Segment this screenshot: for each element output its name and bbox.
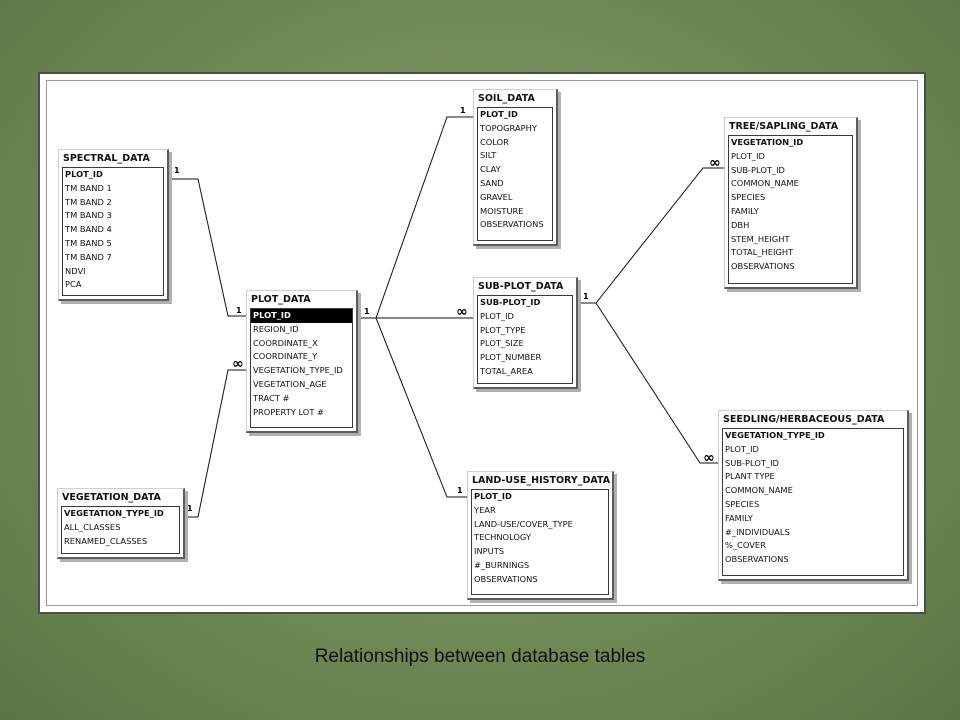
field-row[interactable]: MOISTURE: [480, 205, 524, 216]
field-row[interactable]: REGION_ID: [253, 323, 299, 334]
table-vegetation-data[interactable]: VEGETATION_DATA VEGETATION_TYPE_ID ALL_C…: [57, 488, 185, 559]
field-row[interactable]: TOTAL_HEIGHT: [731, 247, 794, 258]
cardinality-tree-many: ∞: [709, 155, 721, 171]
table-spectral-data[interactable]: SPECTRAL_DATA PLOT_ID TM BAND 1 TM BAND …: [58, 149, 169, 301]
field-row[interactable]: TM BAND 7: [65, 251, 112, 262]
cardinality-subplot-out-one: 1: [583, 292, 589, 301]
field-row[interactable]: NDVI: [65, 265, 86, 276]
diagram-caption: Relationships between database tables: [314, 646, 646, 667]
field-row[interactable]: COORDINATE_Y: [253, 351, 318, 362]
field-list[interactable]: PLOT_ID REGION_ID COORDINATE_X COORDINAT…: [250, 308, 353, 428]
field-row[interactable]: STEM_HEIGHT: [731, 233, 790, 244]
table-tree-sapling-data[interactable]: TREE/SAPLING_DATA VEGETATION_ID PLOT_ID …: [724, 117, 858, 289]
field-row[interactable]: VEGETATION_TYPE_ID: [725, 430, 825, 440]
field-row[interactable]: VEGETATION_TYPE_ID: [253, 365, 343, 376]
table-seedling-herbaceous-data[interactable]: SEEDLING/HERBACEOUS_DATA VEGETATION_TYPE…: [718, 410, 909, 581]
field-row[interactable]: PLOT_ID: [474, 491, 512, 501]
field-row[interactable]: RENAMED_CLASSES: [64, 535, 148, 546]
cardinality-plot-many: ∞: [232, 356, 244, 372]
field-list[interactable]: PLOT_ID YEAR LAND-USE/COVER_TYPE TECHNOL…: [471, 489, 609, 595]
cardinality-seedling-many: ∞: [703, 450, 715, 466]
table-sub-plot-data[interactable]: SUB-PLOT_DATA SUB-PLOT_ID PLOT_ID PLOT_T…: [473, 277, 578, 389]
field-row[interactable]: COMMON_NAME: [725, 485, 793, 496]
field-row[interactable]: SUB-PLOT_ID: [731, 164, 785, 175]
field-list[interactable]: VEGETATION_ID PLOT_ID SUB-PLOT_ID COMMON…: [728, 135, 853, 284]
field-row[interactable]: SUB-PLOT_ID: [725, 457, 779, 468]
field-list[interactable]: VEGETATION_TYPE_ID PLOT_ID SUB-PLOT_ID P…: [722, 428, 904, 576]
table-title: VEGETATION_DATA: [62, 492, 161, 503]
field-row[interactable]: SPECIES: [731, 192, 766, 203]
table-title: TREE/SAPLING_DATA: [729, 121, 839, 132]
field-row[interactable]: TM BAND 1: [65, 182, 112, 193]
field-row[interactable]: COMMON_NAME: [731, 178, 799, 189]
field-row[interactable]: TRACT #: [253, 392, 290, 403]
field-row[interactable]: TM BAND 5: [65, 237, 112, 248]
cardinality-landuse-one: 1: [457, 486, 463, 495]
field-row[interactable]: PLOT_ID: [731, 150, 765, 161]
field-row[interactable]: PLOT_ID: [65, 169, 103, 179]
field-row[interactable]: PLOT_SIZE: [480, 338, 524, 349]
field-row[interactable]: OBSERVATIONS: [474, 573, 538, 584]
field-list[interactable]: PLOT_ID TM BAND 1 TM BAND 2 TM BAND 3 TM…: [62, 167, 164, 296]
field-row[interactable]: PLOT_ID: [480, 310, 514, 321]
field-row[interactable]: INPUTS: [474, 546, 505, 557]
cardinality-vegetation-one: 1: [187, 504, 193, 513]
field-row[interactable]: TOTAL_AREA: [480, 365, 533, 376]
table-title: SOIL_DATA: [478, 93, 535, 104]
field-row[interactable]: PCA: [65, 279, 82, 290]
field-row[interactable]: COORDINATE_X: [253, 337, 318, 348]
field-row[interactable]: SUB-PLOT_ID: [480, 297, 541, 307]
field-row[interactable]: OBSERVATIONS: [480, 219, 544, 230]
field-row[interactable]: PLOT_ID: [480, 109, 518, 119]
field-row[interactable]: FAMILY: [731, 205, 759, 216]
field-row[interactable]: SPECIES: [725, 498, 760, 509]
field-row[interactable]: TECHNOLOGY: [474, 532, 532, 543]
cardinality-spectral-one: 1: [174, 166, 180, 175]
field-row[interactable]: TM BAND 3: [65, 210, 112, 221]
field-row[interactable]: YEAR: [474, 504, 496, 515]
field-row[interactable]: %_COVER: [725, 540, 766, 551]
table-title: SPECTRAL_DATA: [63, 153, 150, 164]
field-row[interactable]: TM BAND 4: [65, 224, 112, 235]
field-row[interactable]: ALL_CLASSES: [64, 521, 121, 532]
field-list[interactable]: SUB-PLOT_ID PLOT_ID PLOT_TYPE PLOT_SIZE …: [477, 295, 573, 384]
field-row[interactable]: VEGETATION_AGE: [253, 378, 327, 389]
cardinality-subplot-many: ∞: [456, 304, 468, 320]
field-row[interactable]: SILT: [480, 150, 497, 161]
field-row[interactable]: PLOT_TYPE: [480, 324, 526, 335]
field-row[interactable]: COLOR: [480, 136, 509, 147]
field-row[interactable]: DBH: [731, 219, 750, 230]
field-row[interactable]: CLAY: [480, 164, 501, 175]
field-row[interactable]: PLOT_ID: [725, 443, 759, 454]
table-title: PLOT_DATA: [251, 294, 311, 305]
table-title: LAND-USE_HISTORY_DATA: [472, 475, 611, 486]
cardinality-soil-one: 1: [460, 106, 466, 115]
field-row[interactable]: VEGETATION_TYPE_ID: [64, 508, 164, 518]
cardinality-plot-out-one: 1: [364, 307, 370, 316]
field-row[interactable]: PLOT_NUMBER: [480, 352, 542, 363]
field-row[interactable]: #_INDIVIDUALS: [725, 526, 790, 537]
field-row[interactable]: FAMILY: [725, 512, 753, 523]
field-row[interactable]: VEGETATION_ID: [731, 137, 804, 147]
field-row[interactable]: PROPERTY LOT #: [253, 406, 324, 417]
field-row[interactable]: GRAVEL: [480, 191, 513, 202]
field-row[interactable]: PLANT TYPE: [725, 471, 775, 482]
field-list[interactable]: PLOT_ID TOPOGRAPHY COLOR SILT CLAY SAND …: [477, 107, 553, 241]
field-row[interactable]: TOPOGRAPHY: [480, 122, 537, 133]
field-row[interactable]: TM BAND 2: [65, 196, 112, 207]
table-title: SUB-PLOT_DATA: [478, 281, 564, 292]
table-plot-data[interactable]: PLOT_DATA PLOT_ID REGION_ID COORDINATE_X…: [246, 290, 358, 433]
field-row[interactable]: LAND-USE/COVER_TYPE: [474, 518, 573, 529]
field-row[interactable]: OBSERVATIONS: [731, 261, 795, 272]
field-row[interactable]: #_BURNINGS: [474, 559, 530, 570]
field-row[interactable]: SAND: [480, 177, 504, 188]
field-row-selected[interactable]: PLOT_ID: [251, 309, 352, 323]
field-list[interactable]: VEGETATION_TYPE_ID ALL_CLASSES RENAMED_C…: [61, 506, 180, 554]
table-soil-data[interactable]: SOIL_DATA PLOT_ID TOPOGRAPHY COLOR SILT …: [473, 89, 558, 246]
table-land-use-history-data[interactable]: LAND-USE_HISTORY_DATA PLOT_ID YEAR LAND-…: [467, 471, 614, 600]
cardinality-plot-one: 1: [236, 306, 242, 315]
field-row[interactable]: OBSERVATIONS: [725, 554, 789, 565]
table-title: SEEDLING/HERBACEOUS_DATA: [723, 414, 885, 425]
